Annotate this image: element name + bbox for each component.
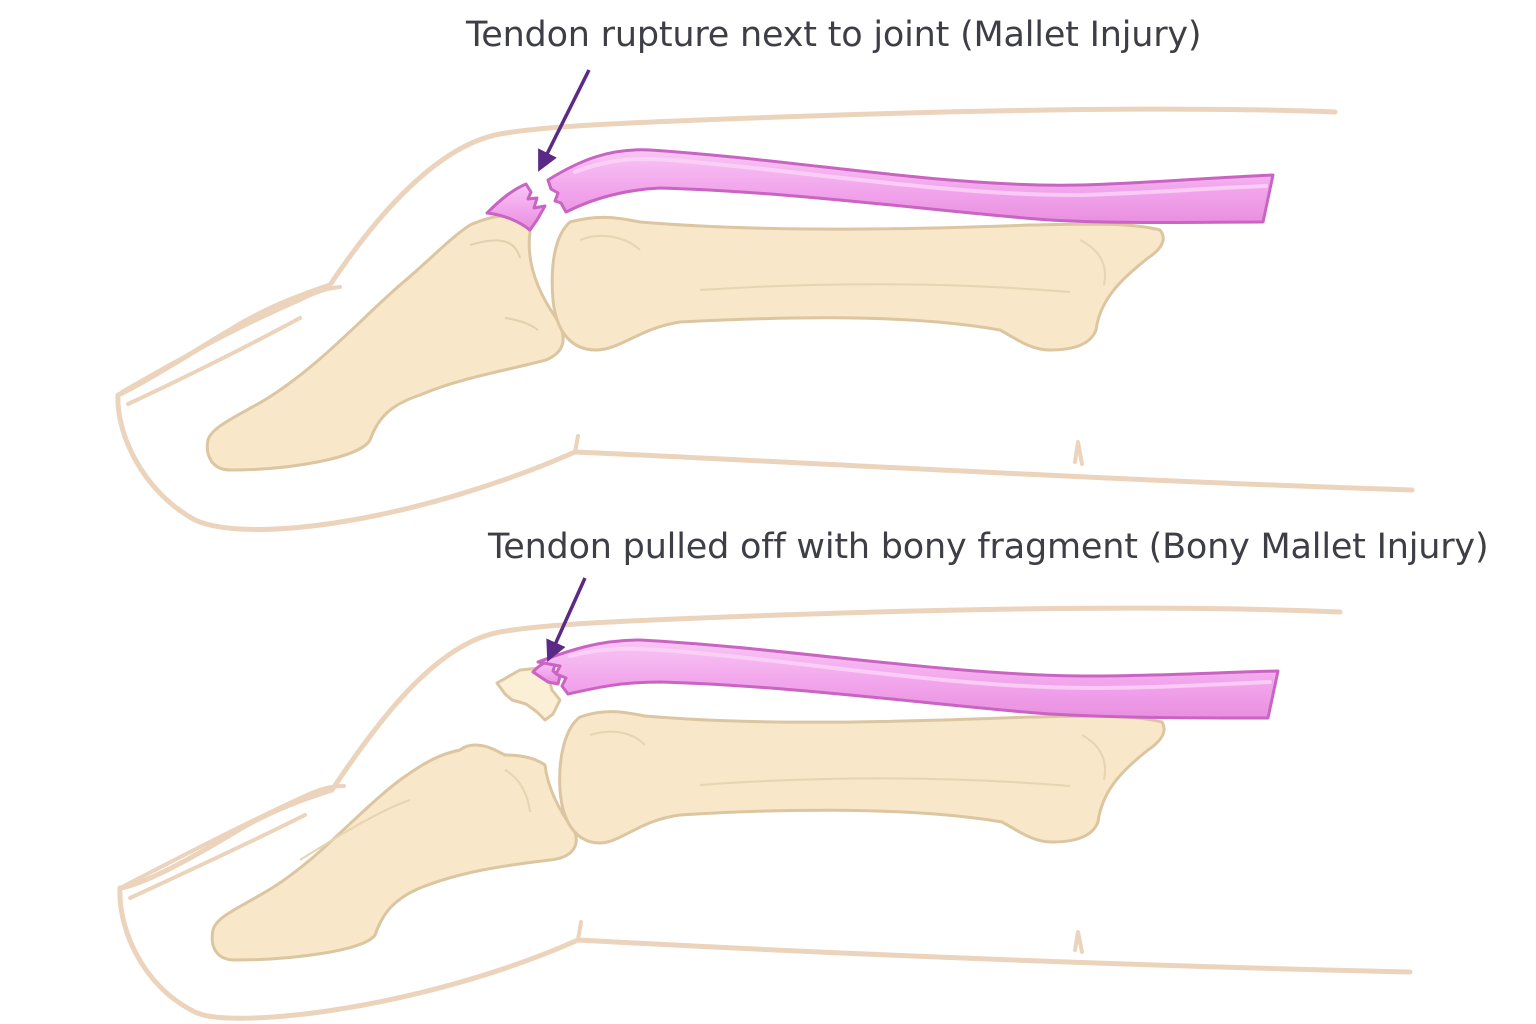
extensor-tendon-bottom xyxy=(536,638,1280,720)
skin-outline-bottom xyxy=(117,605,1413,1021)
arrow-bottom xyxy=(546,577,587,662)
distal-phalanx-top xyxy=(205,214,565,472)
crease-top-1 xyxy=(573,434,580,454)
crease-bottom-1 xyxy=(576,920,583,942)
caption-mallet-injury: Tendon rupture next to joint (Mallet Inj… xyxy=(466,15,1202,55)
arrow-top xyxy=(538,69,591,172)
tendon-stump-top xyxy=(485,182,547,232)
nail-top xyxy=(120,285,342,406)
finger-bony-mallet-injury xyxy=(117,577,1413,1021)
middle-phalanx-top-shade xyxy=(579,234,1106,293)
caption-bony-mallet-injury: Tendon pulled off with bony fragment (Bo… xyxy=(488,527,1489,567)
tendon-top-highlight xyxy=(573,157,1268,198)
finger-mallet-injury xyxy=(115,69,1415,532)
crease-top-2 xyxy=(1073,440,1084,466)
crease-bottom-2 xyxy=(1073,930,1084,954)
distal-phalanx-bottom-shade xyxy=(299,769,531,861)
distal-phalanx-top-shade xyxy=(469,239,539,331)
middle-phalanx-bottom-shade xyxy=(589,730,1106,787)
tendon-bottom-highlight xyxy=(568,646,1272,691)
distal-phalanx-bottom xyxy=(210,743,578,962)
nail-bottom xyxy=(122,784,346,900)
